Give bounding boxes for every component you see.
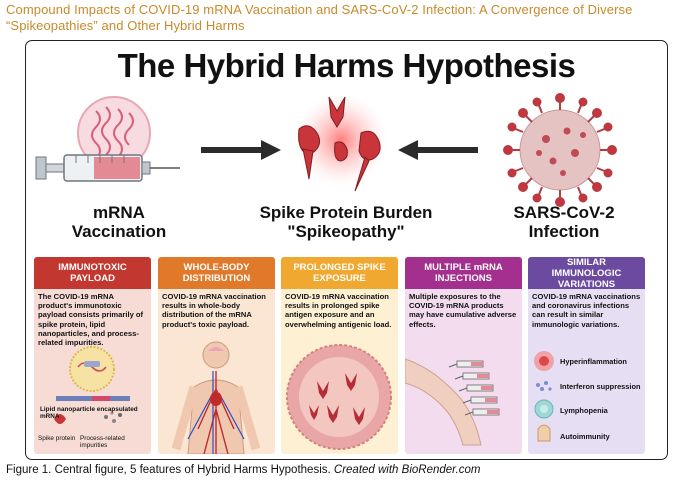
mrna-vaccination-label: mRNA Vaccination [71,203,167,241]
body-circulation-icon [171,341,261,454]
card-heading: IMMUNOTOXIC PAYLOAD [34,257,151,289]
card-text: COVID-19 mRNA vaccination results in pro… [285,292,392,329]
lymphopenia-label: Lymphopenia [560,406,608,415]
hyperinflammation-label: Hyperinflammation [560,357,627,366]
card-text: COVID-19 mRNA vaccinations and coronavir… [532,292,641,329]
card-whole-body-distribution: WHOLE-BODY DISTRIBUTION COVID-19 mRNA va… [158,257,275,454]
card-text: The COVID-19 mRNA product's immunotoxic … [38,292,144,348]
cell-spike-exposure-icon [286,344,392,450]
card-heading: WHOLE-BODY DISTRIBUTION [158,257,275,289]
arrow-right-icon [201,140,281,160]
spike-protein-burden-label: Spike Protein Burden "Spikeopathy" [259,203,433,241]
card-heading: SIMILAR IMMUNOLOGIC VARIATIONS [528,257,645,290]
card-heading: PROLONGED SPIKE EXPOSURE [281,257,398,289]
immunologic-icons [534,351,554,442]
caption-main: Figure 1. Central figure, 5 features of … [6,464,334,476]
spike-protein-icon [291,95,391,195]
caption-credit: Created with BioRender.com [333,464,481,476]
card-text: Multiple exposures to the COVID-19 mRNA … [409,292,517,329]
card-heading: MULTIPLE mRNA INJECTIONS [405,257,522,289]
interferon-suppression-label: Interferon suppression [560,382,641,391]
card-multiple-mrna-injections: MULTIPLE mRNA INJECTIONS Multiple exposu… [405,257,522,454]
figure-caption: Figure 1. Central figure, 5 features of … [6,464,678,476]
hybrid-harms-figure: The Hybrid Harms Hypothesis mRNA Vaccina… [25,40,668,460]
syringe-mrna-icon [35,96,180,182]
lnp-label: Lipid nanoparticle encapsulated mRNA [40,406,138,420]
page-title: Compound Impacts of COVID-19 mRNA Vaccin… [6,2,633,33]
card-prolonged-spike-exposure: PROLONGED SPIKE EXPOSURE COVID-19 mRNA v… [281,257,398,454]
figure-title: The Hybrid Harms Hypothesis [117,47,576,84]
card-immunotoxic-payload: IMMUNOTOXIC PAYLOAD The COVID-19 mRNA pr… [34,257,151,454]
virus-icon [503,93,617,207]
arrow-left-icon [398,140,478,160]
spike-protein-label: Spike protein [38,435,76,442]
lipid-nanoparticle-icon [54,346,130,424]
card-text: COVID-19 mRNA vaccination results in who… [162,292,266,329]
sars-cov-2-infection-label: SARS-CoV-2 Infection [513,203,615,241]
impurities-label: Process-related impurities [80,435,125,449]
autoimmunity-label: Autoimmunity [560,432,610,441]
card-similar-immunologic-variations: SIMILAR IMMUNOLOGIC VARIATIONS COVID-19 … [528,257,645,454]
arm-injections-icon [405,358,500,446]
